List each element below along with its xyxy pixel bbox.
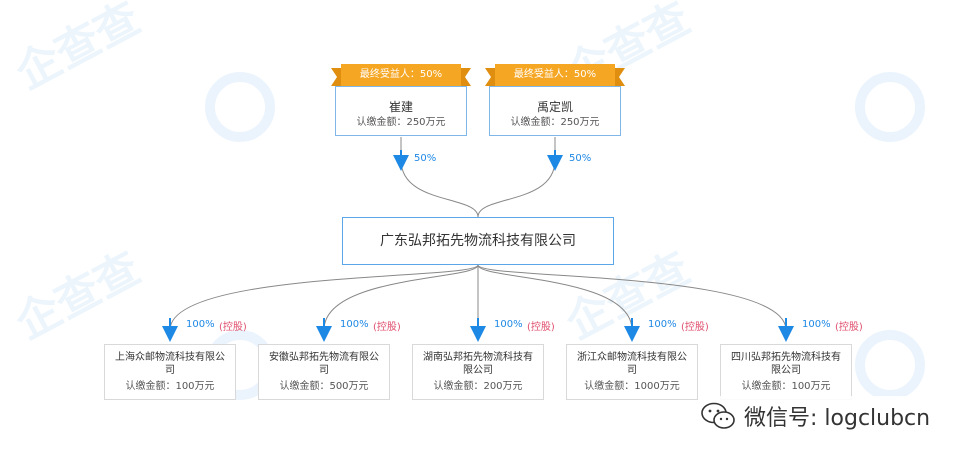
link-sub-1 [169,264,479,331]
link-sub-5 [477,264,787,331]
beneficiary-ribbon: 最终受益人：50% [485,64,625,86]
beneficiary-ribbon: 最终受益人：50% [331,64,471,86]
subsidiary-share: 100% [648,319,677,330]
subsidiary-amount: 认缴金额：200万元 [433,381,523,392]
control-tag: (控股) [835,322,863,333]
wechat-icon [701,402,735,429]
link-sub-4 [477,264,633,331]
link-sub-2 [323,264,479,331]
subsidiary-amount: 认缴金额：1000万元 [584,381,680,392]
subsidiary-card[interactable]: 上海众邮物流科技有限公司 认缴金额：100万元 [104,344,236,400]
main-company-card[interactable]: 广东弘邦拓先物流科技有限公司 [342,217,614,265]
subsidiary-name: 浙江众邮物流科技有限公司 [577,352,687,376]
beneficiary-name: 崔建 [388,100,413,114]
subsidiary-name: 湖南弘邦拓先物流科技有限公司 [423,352,533,376]
control-tag: (控股) [681,322,709,333]
beneficiary-name: 禹定凯 [536,100,573,114]
subsidiary-name: 上海众邮物流科技有限公司 [115,352,225,376]
subsidiary-share: 100% [494,319,523,330]
beneficiary-card[interactable]: 崔建 认缴金额：250万元 [335,86,467,136]
beneficiary-share: 50% [414,153,437,164]
control-tag: (控股) [219,322,247,333]
subsidiary-share: 100% [186,319,215,330]
subsidiary-name: 安徽弘邦拓先物流有限公司 [269,352,379,376]
beneficiary-amount: 认缴金额：250万元 [356,117,446,128]
subsidiary-amount: 认缴金额：100万元 [741,381,831,392]
subsidiary-card[interactable]: 四川弘邦拓先物流科技有限公司 认缴金额：100万元 [720,344,852,400]
subsidiary-share: 100% [802,319,831,330]
control-tag: (控股) [527,322,555,333]
subsidiary-card[interactable]: 安徽弘邦拓先物流有限公司 认缴金额：500万元 [258,344,390,400]
beneficiary-share: 50% [569,153,592,164]
subsidiary-amount: 认缴金额：100万元 [125,381,215,392]
link-beneficiary-2 [477,137,556,218]
beneficiary-amount: 认缴金额：250万元 [510,117,600,128]
beneficiary-card[interactable]: 禹定凯 认缴金额：250万元 [489,86,621,136]
subsidiary-amount: 认缴金额：500万元 [279,381,369,392]
link-beneficiary-1 [400,137,479,218]
wechat-handle: 微信号: logclubcn [744,406,931,431]
subsidiary-name: 四川弘邦拓先物流科技有限公司 [731,352,841,376]
subsidiary-share: 100% [340,319,369,330]
control-tag: (控股) [373,322,401,333]
wechat-footer: 微信号: logclubcn [700,396,931,436]
subsidiary-card[interactable]: 湖南弘邦拓先物流科技有限公司 认缴金额：200万元 [412,344,544,400]
subsidiary-card[interactable]: 浙江众邮物流科技有限公司 认缴金额：1000万元 [566,344,698,400]
